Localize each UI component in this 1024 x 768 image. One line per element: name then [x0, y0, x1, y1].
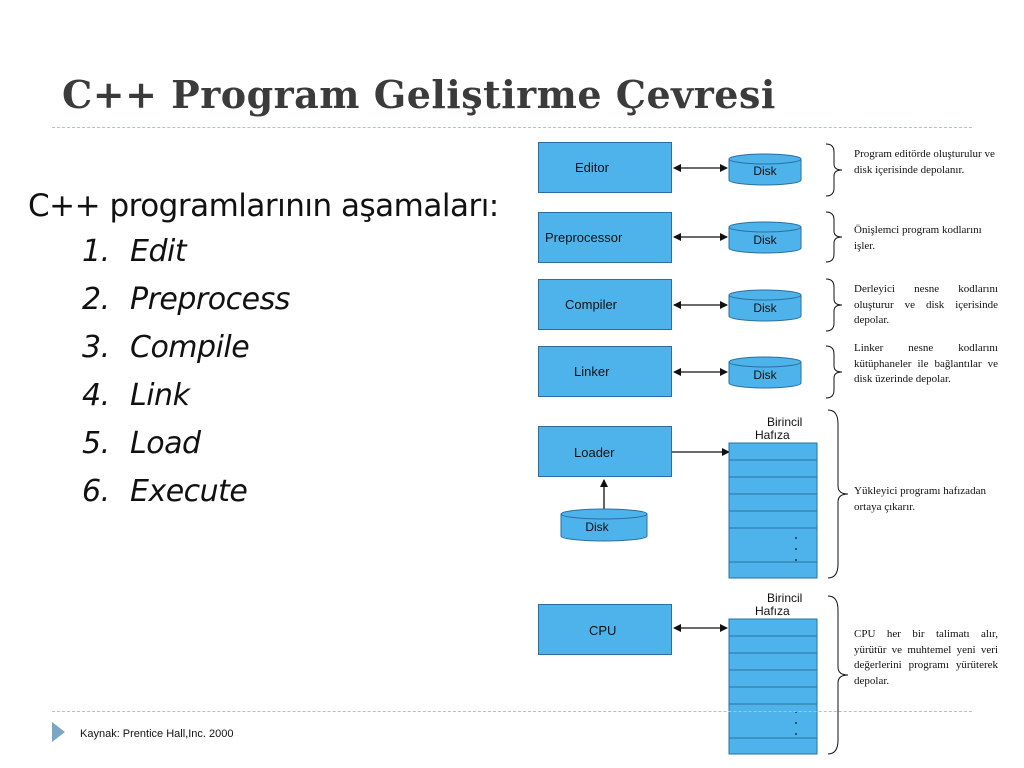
linker-description: Linker nesne kodlarını kütüphaneler ile …	[854, 342, 998, 385]
phase-list-item: 6.Execute	[82, 474, 248, 509]
cpu-box: CPU	[538, 604, 672, 655]
loader-primary-memory	[728, 442, 818, 579]
linker-box: Linker	[538, 346, 672, 397]
linker-label: Linker	[574, 364, 610, 379]
editor-disk-icon	[728, 153, 802, 186]
disk-label: Disk	[753, 368, 777, 382]
compiler-box: Compiler	[538, 279, 672, 330]
editor-box: Editor	[538, 142, 672, 193]
disk-label: Disk	[753, 164, 777, 178]
loader-box: Loader	[538, 426, 672, 477]
footer-divider	[52, 711, 972, 712]
compiler-description: Derleyici nesne kodlarını oluşturur ve d…	[854, 283, 998, 326]
loader-description: Yükleyici programı hafızadan ortaya çıka…	[854, 485, 986, 513]
loader-label: Loader	[574, 445, 615, 460]
phase-list-item: 5.Load	[82, 426, 201, 461]
preprocessor-description: Önişlemci program kodlarını işler.	[854, 224, 982, 252]
loader-brace	[827, 409, 849, 579]
compiler-label: Compiler	[565, 297, 618, 312]
phases-heading: C++ programlarının aşamaları:	[28, 188, 499, 224]
editor-description: Program editörde oluşturulur ve disk içe…	[854, 148, 995, 176]
loader-disk-icon	[560, 508, 648, 542]
editor-label: Editor	[575, 160, 609, 175]
disk-label: Disk	[753, 301, 777, 315]
preprocessor-brace	[825, 211, 843, 263]
phase-list: 1.Edit 2.Preprocess 3.Compile 4.Link 5.L…	[82, 234, 290, 522]
page-title: C++ Program Geliştirme Çevresi	[62, 72, 776, 117]
phase-list-item: 4.Link	[82, 378, 190, 413]
cpu-description: CPU her bir talimatı alır, yürütür ve mu…	[854, 628, 998, 687]
cpu-brace	[827, 595, 849, 755]
disk-label: Disk	[753, 233, 777, 247]
preprocessor-box: Preprocessor	[538, 212, 672, 263]
linker-brace	[825, 345, 843, 399]
preprocessor-label: Preprocessor	[545, 230, 623, 245]
disk-label: Disk	[585, 520, 609, 534]
phase-list-item: 3.Compile	[82, 330, 250, 365]
cpu-memory-label: Birincil Hafıza	[755, 591, 803, 618]
editor-brace	[825, 143, 843, 197]
loader-memory-label: Birincil Hafıza	[755, 415, 803, 442]
title-divider	[52, 127, 972, 128]
cpu-primary-memory	[728, 618, 818, 755]
preprocessor-disk-icon	[728, 221, 802, 254]
phase-list-item: 1.Edit	[82, 234, 187, 269]
linker-disk-icon	[728, 356, 802, 389]
phase-list-item: 2.Preprocess	[82, 282, 290, 317]
compiler-brace	[825, 278, 843, 332]
bullet-triangle-icon	[52, 722, 65, 742]
source-note: Kaynak: Prentice Hall,Inc. 2000	[80, 728, 234, 740]
cpu-label: CPU	[589, 623, 617, 638]
compiler-disk-icon	[728, 289, 802, 322]
